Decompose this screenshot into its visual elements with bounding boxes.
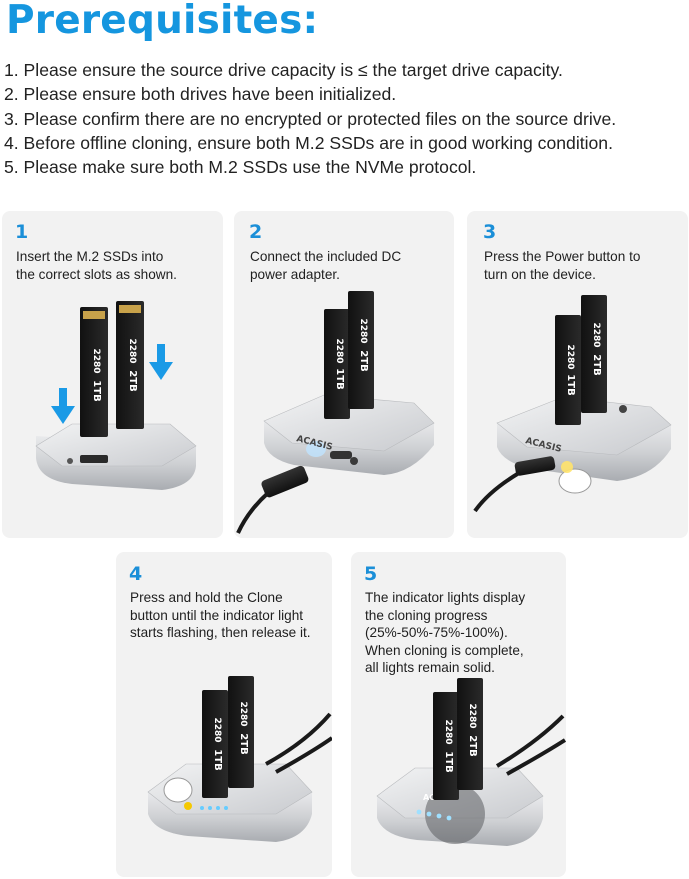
cable-icon	[265, 712, 332, 774]
svg-text:1TB: 1TB	[91, 380, 102, 401]
ssd-2tb: 2280 2TB	[348, 291, 374, 409]
svg-text:1TB: 1TB	[212, 749, 223, 770]
step-description: The indicator lights display the cloning…	[365, 590, 526, 676]
dc-port	[330, 451, 352, 459]
svg-text:2280: 2280	[443, 719, 453, 744]
step-card-1: 1 Insert the M.2 SSDs into the correct s…	[2, 211, 223, 538]
indicator-lights	[416, 809, 452, 821]
ssd-2tb: 2280 2TB	[228, 676, 254, 788]
ssd-1tb: 2280 1TB	[80, 307, 108, 437]
svg-text:1TB: 1TB	[334, 368, 345, 389]
dock-clone-illustration: 2280 1TB 2280 2TB	[147, 676, 332, 842]
step-number: 5	[364, 563, 378, 585]
svg-text:2280: 2280	[91, 348, 101, 373]
cable-icon	[495, 714, 566, 776]
prerequisite-item: 5. Please make sure both M.2 SSDs use th…	[4, 157, 477, 178]
svg-text:2280: 2280	[591, 322, 601, 347]
power-button[interactable]	[619, 405, 627, 413]
step-number: 2	[249, 221, 263, 243]
ssd-2tb: 2280 2TB	[116, 301, 144, 429]
svg-text:2TB: 2TB	[591, 354, 602, 375]
svg-text:2280: 2280	[334, 338, 344, 363]
step-number: 4	[129, 563, 143, 585]
dc-plug-icon	[236, 465, 309, 534]
ssd-1tb: 2280 1TB	[202, 690, 228, 798]
step-number: 3	[483, 221, 497, 243]
dock-power-illustration: ACASIS 2280 1TB 2280 2TB	[236, 291, 435, 534]
svg-text:2TB: 2TB	[467, 735, 478, 756]
svg-text:2280: 2280	[238, 701, 248, 726]
step-description: Insert the M.2 SSDs into the correct slo…	[16, 249, 177, 282]
dock-insert-illustration: 2280 1TB 2280 2TB	[35, 301, 197, 490]
svg-text:1TB: 1TB	[565, 374, 576, 395]
hand-press-icon	[558, 461, 592, 494]
page-title: Prerequisites:	[6, 0, 319, 43]
step-description: Press and hold the Clone button until th…	[130, 590, 311, 641]
hand-press-icon	[163, 777, 193, 803]
dc-plug-icon	[473, 456, 556, 513]
svg-text:2280: 2280	[565, 344, 575, 369]
prerequisite-item: 4. Before offline cloning, ensure both M…	[4, 132, 613, 153]
svg-text:2280: 2280	[467, 703, 477, 728]
ssd-1tb: 2280 1TB	[324, 309, 350, 419]
step-description: Press the Power button to turn on the de…	[484, 249, 641, 282]
svg-text:2TB: 2TB	[238, 733, 249, 754]
prerequisite-item: 1. Please ensure the source drive capaci…	[4, 60, 563, 80]
arrow-down-icon	[51, 388, 75, 424]
step-card-2: 2 Connect the included DC power adapter.…	[234, 211, 454, 538]
step-card-4: 4 Press and hold the Clone button until …	[116, 552, 332, 877]
ssd-1tb: 2280 1TB	[433, 692, 459, 800]
dock-power-on-illustration: ACASIS 2280 1TB 2280 2TB	[473, 295, 672, 513]
svg-text:1TB: 1TB	[443, 751, 454, 772]
svg-text:2280: 2280	[358, 318, 368, 343]
svg-text:2280: 2280	[212, 717, 222, 742]
prerequisite-item: 3. Please confirm there are no encrypted…	[4, 108, 617, 129]
svg-text:2TB: 2TB	[358, 350, 369, 371]
step-card-3: 3 Press the Power button to turn on the …	[467, 211, 688, 538]
ssd-2tb: 2280 2TB	[457, 678, 483, 790]
ssd-1tb: 2280 1TB	[555, 315, 581, 425]
step-number: 1	[15, 221, 29, 243]
svg-text:2TB: 2TB	[127, 370, 138, 391]
ssd-2tb: 2280 2TB	[581, 295, 607, 413]
clone-button[interactable]	[184, 802, 192, 810]
arrow-down-icon	[149, 344, 173, 380]
step-card-5: 5 The indicator lights display the cloni…	[351, 552, 566, 877]
dock-progress-illustration: ACASIS 2280 1TB 2280 2TB	[376, 678, 566, 846]
svg-text:2280: 2280	[127, 338, 137, 363]
step-description: Connect the included DC power adapter.	[250, 249, 402, 282]
prerequisites-list: 1. Please ensure the source drive capaci…	[4, 58, 616, 179]
prerequisite-item: 2. Please ensure both drives have been i…	[4, 84, 397, 105]
